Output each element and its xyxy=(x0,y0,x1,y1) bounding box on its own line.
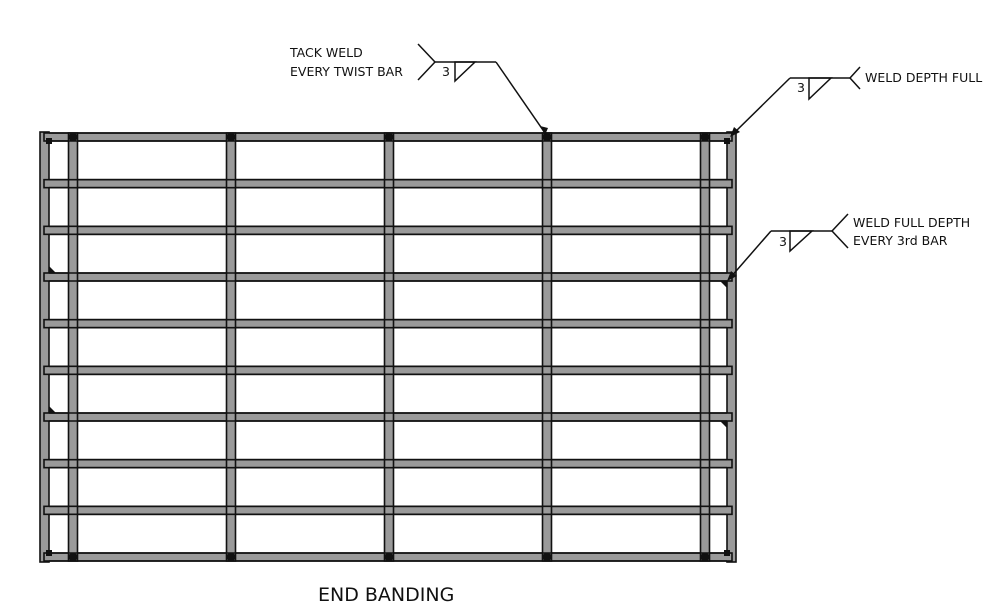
tack-weld-dot xyxy=(226,552,236,562)
fillet-weld-icon xyxy=(808,77,833,101)
corner-weld-mark xyxy=(724,138,730,144)
weld-size: 3 xyxy=(797,80,805,95)
grating-bars xyxy=(43,132,733,562)
twist-bar xyxy=(383,132,395,562)
twist-bar xyxy=(67,132,79,562)
tack-weld-dot xyxy=(542,552,552,562)
weld-tail-icon xyxy=(417,43,436,81)
tack-weld-dot xyxy=(384,552,394,562)
weld-size: 3 xyxy=(442,64,450,79)
callout-weld-full-depth-line-2: EVERY 3rd BAR xyxy=(853,233,948,248)
tack-weld-dot xyxy=(226,132,236,142)
arrowhead-icon xyxy=(540,126,548,135)
leader-line xyxy=(729,230,772,279)
arrowhead-icon xyxy=(730,127,740,137)
arrowhead-icon xyxy=(727,271,737,281)
callout-weld-depth-full-line-1: WELD DEPTH FULL xyxy=(865,70,982,85)
callout-weld-full-depth-line-1: WELD FULL DEPTH xyxy=(853,215,970,230)
drawing-title: END BANDING xyxy=(318,584,454,606)
corner-weld-mark xyxy=(724,550,730,556)
callout-tack-weld-line-1: TACK WELD xyxy=(289,45,363,60)
callout-tack-weld-line-2: EVERY TWIST BAR xyxy=(290,64,403,79)
leader-line xyxy=(732,77,791,135)
tack-weld-dot xyxy=(68,132,78,142)
weld-tail-icon xyxy=(849,66,861,90)
fillet-weld-icon xyxy=(789,230,814,253)
twist-bar xyxy=(541,132,553,562)
callout-tack-weld: TACK WELD EVERY TWIST BAR 3 xyxy=(289,43,548,135)
leader-line xyxy=(495,61,546,134)
tack-weld-dot xyxy=(68,552,78,562)
grating-frame xyxy=(39,131,737,563)
tack-weld-dot xyxy=(384,132,394,142)
weld-tail-icon xyxy=(831,213,849,249)
twist-bar xyxy=(225,132,237,562)
corner-weld-mark xyxy=(46,550,52,556)
callout-weld-full-depth-every-3rd: 3 WELD FULL DEPTH EVERY 3rd BAR xyxy=(727,213,970,281)
end-band-right xyxy=(726,131,737,563)
corner-weld-mark xyxy=(46,138,52,144)
tack-weld-dot xyxy=(700,132,710,142)
fillet-weld-mark xyxy=(720,421,727,428)
fillet-weld-mark xyxy=(720,281,727,288)
fillet-weld-icon xyxy=(454,61,477,83)
tack-weld-dot xyxy=(700,552,710,562)
end-band-left xyxy=(39,131,50,563)
fillet-weld-mark xyxy=(49,266,56,273)
fillet-weld-mark xyxy=(49,406,56,413)
weld-marks xyxy=(46,132,730,562)
weld-size: 3 xyxy=(779,234,787,249)
callout-weld-depth-full: 3 WELD DEPTH FULL xyxy=(730,66,982,137)
twist-bar xyxy=(699,132,711,562)
tack-weld-dot xyxy=(542,132,552,142)
